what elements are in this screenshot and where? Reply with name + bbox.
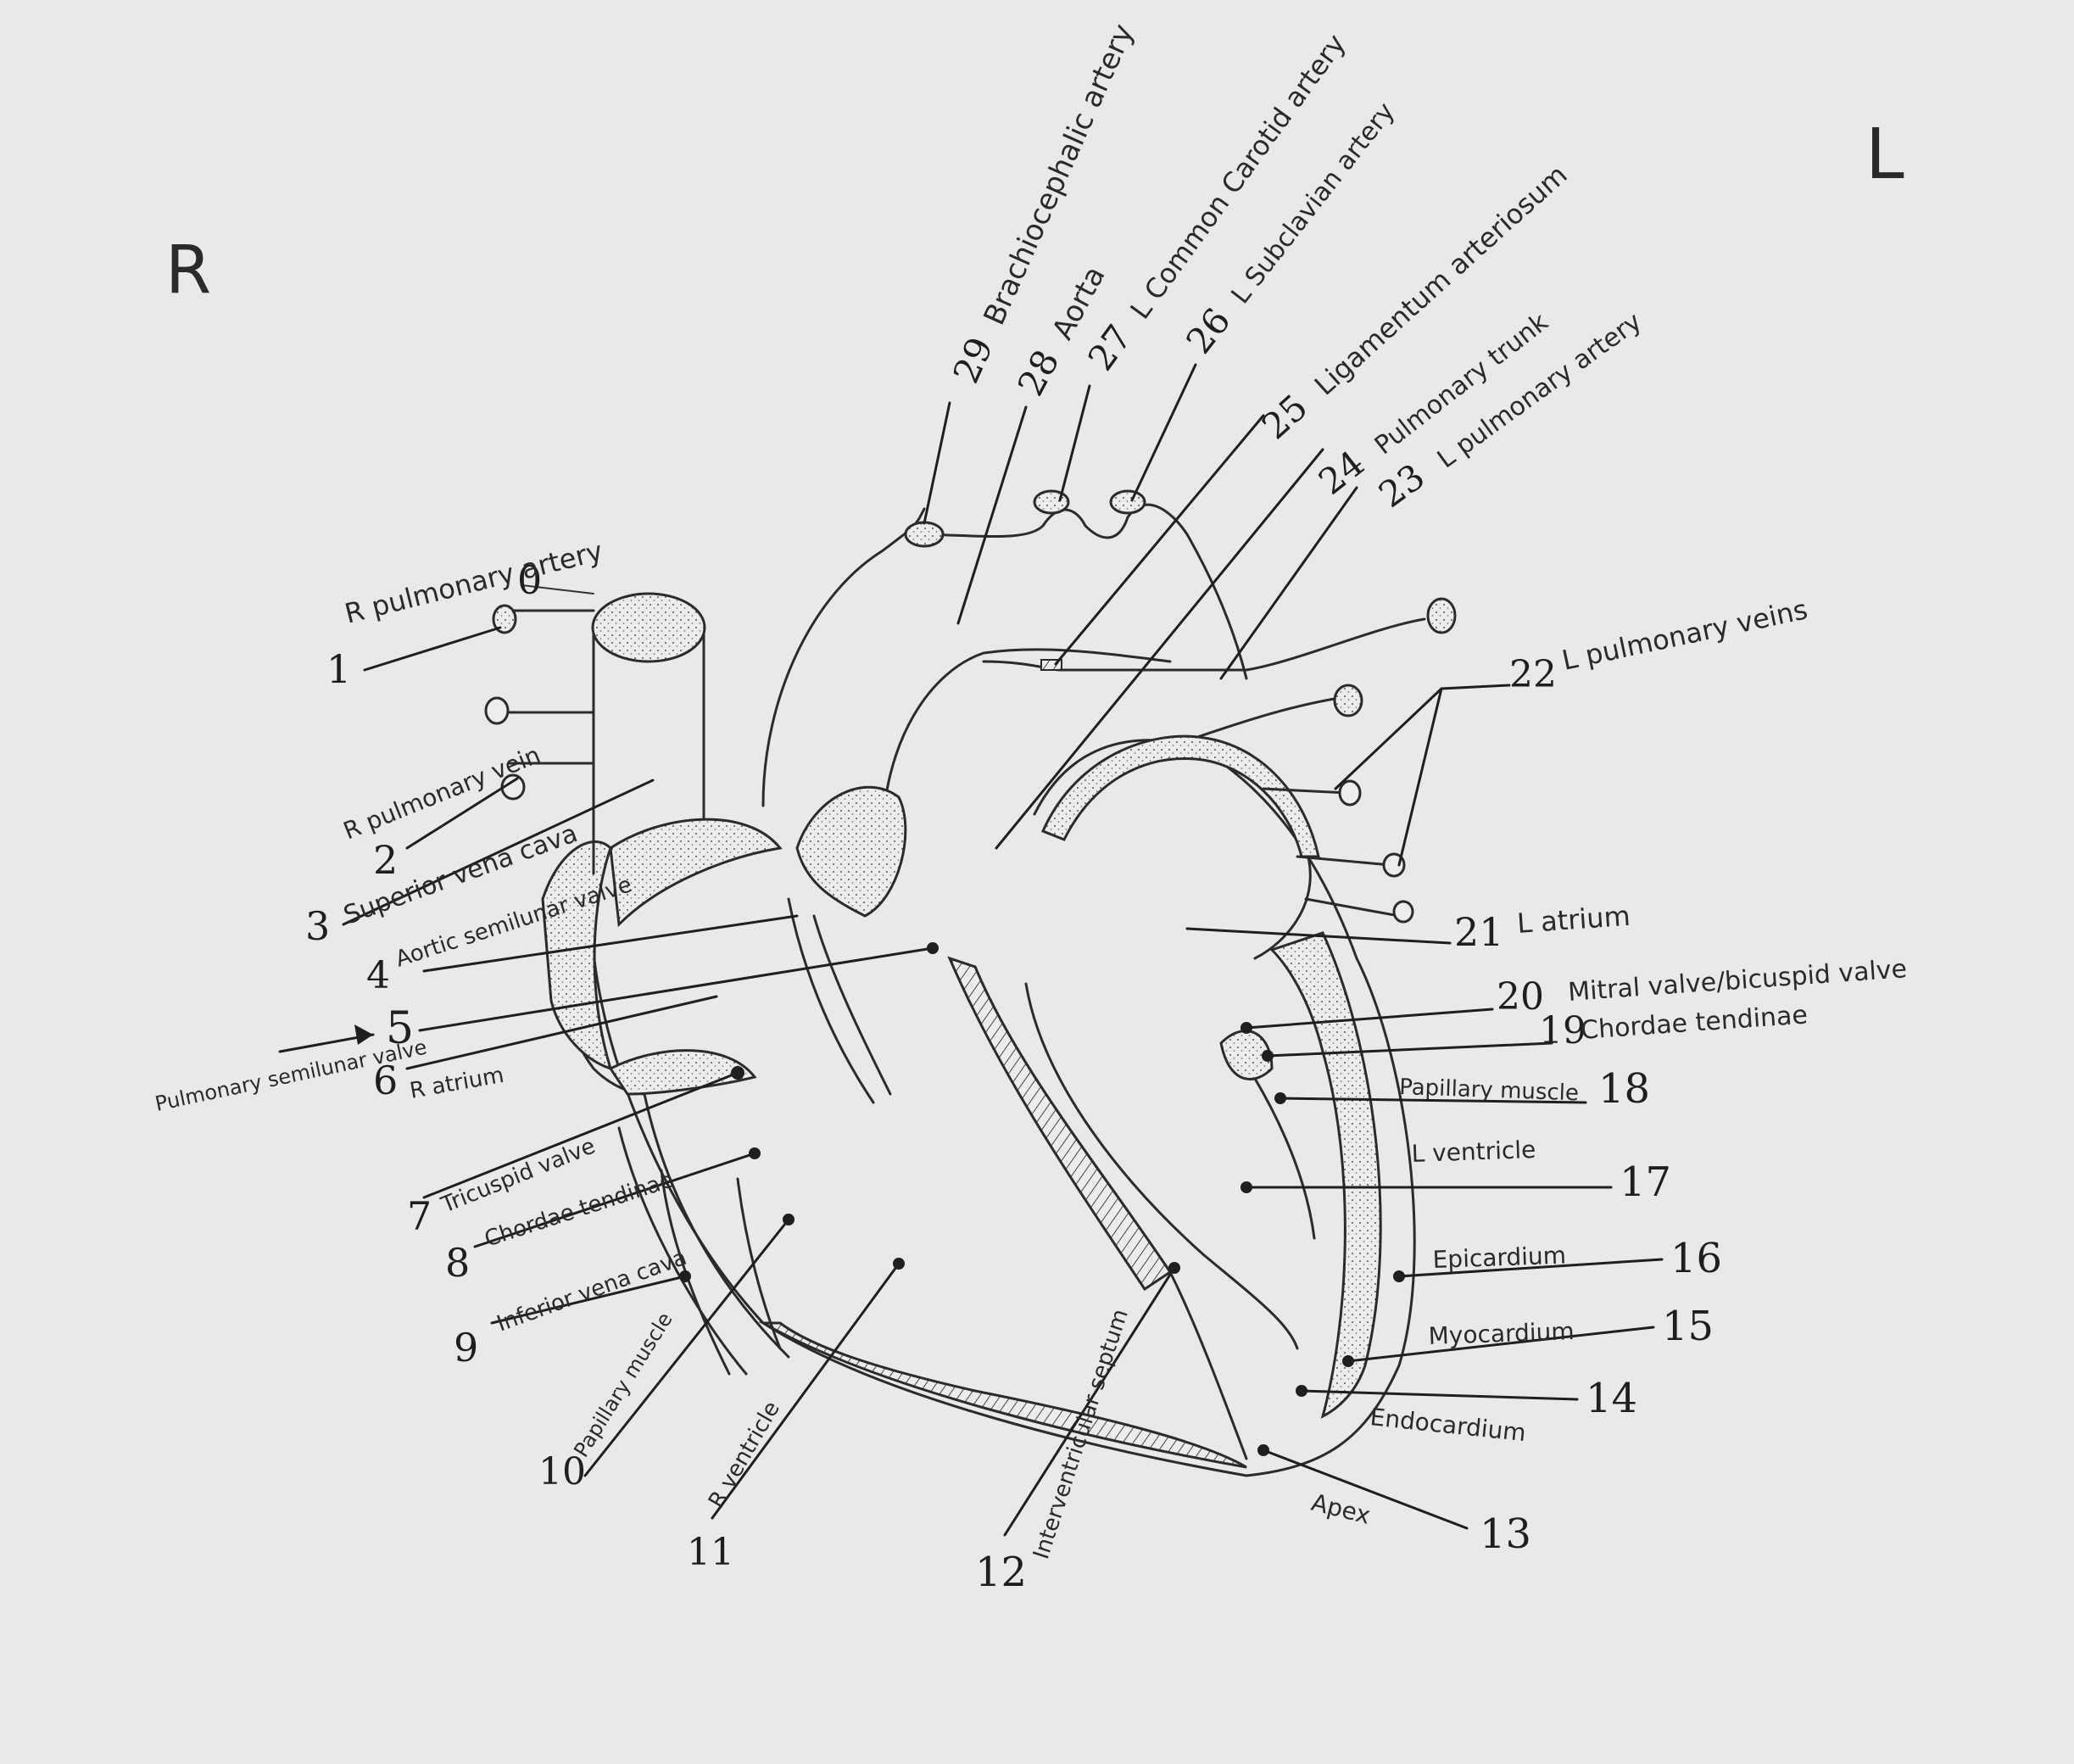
num-27: 27 [1079, 317, 1140, 378]
right-atrium-region [541, 592, 783, 1096]
label-l-atrium: L atrium [1516, 900, 1631, 940]
pulmonary-trunk [1058, 597, 1457, 748]
brachiocephalic-stub [904, 521, 945, 548]
label-endocardium: Endocardium [1369, 1403, 1527, 1447]
num-22: 22 [1509, 653, 1557, 696]
label-brachiocephalic-artery: Brachiocephalic artery [978, 19, 1141, 330]
num-15: 15 [1662, 1303, 1714, 1350]
num-23: 23 [1371, 455, 1432, 516]
num-5: 5 [386, 1003, 414, 1054]
num-25: 25 [1254, 386, 1316, 447]
pulmonary-valve-arrow [278, 1024, 375, 1053]
num-3: 3 [305, 903, 330, 949]
l-pulmonary-vein-a [1338, 779, 1362, 807]
num-28: 28 [1010, 343, 1068, 402]
left-marker: L [1865, 114, 1904, 195]
num-8: 8 [445, 1240, 470, 1286]
num-18: 18 [1598, 1065, 1650, 1113]
right-pulmonary-vessels [484, 604, 782, 1376]
num-4: 4 [366, 954, 390, 997]
label-epicardium: Epicardium [1432, 1242, 1566, 1274]
label-r-ventricle: R ventricle [704, 1397, 785, 1512]
num-12: 12 [975, 1549, 1027, 1596]
num-6: 6 [373, 1058, 398, 1103]
num-19: 19 [1539, 1009, 1586, 1052]
num-11: 11 [687, 1531, 734, 1574]
num-9: 9 [454, 1325, 478, 1370]
subclavian-stub [1109, 489, 1146, 515]
left-atrium-region [1040, 734, 1414, 1080]
num-13: 13 [1480, 1510, 1531, 1558]
label-l-ventricle: L ventricle [1411, 1136, 1536, 1168]
num-21: 21 [1454, 909, 1504, 955]
num-2: 2 [373, 837, 398, 883]
l-pulmonary-artery-end [1426, 597, 1457, 634]
num-7: 7 [407, 1193, 432, 1239]
num-0: 0 [517, 557, 542, 603]
label-numbers: 0 1 2 3 4 5 6 7 8 9 10 11 12 13 14 15 16… [305, 557, 1722, 1596]
num-1: 1 [326, 646, 351, 692]
num-16: 16 [1670, 1235, 1722, 1282]
label-ligamentum-arteriosum: Ligamentum arteriosum [1308, 159, 1574, 402]
carotid-stub [1033, 489, 1070, 515]
num-14: 14 [1586, 1375, 1637, 1422]
l-pulmonary-artery-branch [1333, 684, 1363, 717]
num-20: 20 [1497, 975, 1544, 1019]
r-pulmonary-artery-end [492, 604, 517, 634]
label-r-atrium: R atrium [408, 1063, 506, 1104]
label-r-pulmonary-artery: R pulmonary artery [342, 534, 606, 629]
label-papillary-muscle-left: Papillary muscle [1399, 1075, 1580, 1106]
aorta-arch [761, 489, 1248, 1104]
right-marker: R [165, 232, 211, 309]
num-29: 29 [945, 331, 1001, 389]
num-26: 26 [1178, 300, 1239, 361]
label-papillary-muscle-right: Papillary muscle [569, 1309, 677, 1462]
leader-lines [342, 363, 1664, 1537]
label-myocardium: Myocardium [1428, 1317, 1575, 1350]
r-pulmonary-vein-a [484, 696, 510, 725]
label-chordae-tendinae-left: Chordae tendinae [1580, 1000, 1809, 1046]
num-10: 10 [538, 1450, 586, 1493]
label-mitral-valve: Mitral valve/bicuspid valve [1567, 954, 1908, 1008]
svc-opening [591, 592, 706, 663]
label-apex: Apex [1308, 1488, 1373, 1530]
orientation-markers: R L [165, 114, 1904, 309]
top-diagonal-labels: 23 L pulmonary artery 24 Pulmonary trunk… [945, 19, 1647, 516]
l-pulmonary-vein-c [1392, 900, 1414, 924]
label-l-pulmonary-veins: L pulmonary veins [1559, 593, 1810, 676]
l-pulmonary-vein-b [1382, 852, 1406, 878]
num-17: 17 [1620, 1158, 1671, 1206]
